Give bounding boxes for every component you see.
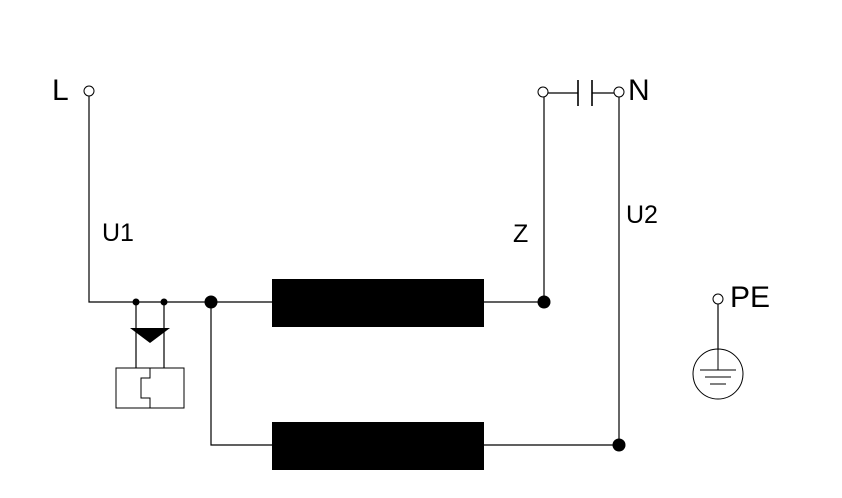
junction-protector-left <box>132 298 140 306</box>
label-u1: U1 <box>102 219 134 247</box>
winding-main <box>272 279 484 327</box>
winding-auxiliary <box>272 422 484 470</box>
terminal-capacitor <box>537 86 549 98</box>
label-pe: PE <box>730 281 770 314</box>
capacitor-icon <box>548 80 614 106</box>
label-u2: U2 <box>626 201 658 229</box>
terminal-n <box>613 86 625 98</box>
junction-z <box>537 295 551 309</box>
junction-branch <box>204 295 218 309</box>
wire-l-to-u1 <box>88 95 272 303</box>
terminal-pe <box>712 293 724 305</box>
wire-branch-lower <box>210 302 272 446</box>
junction-u2 <box>612 438 626 452</box>
terminal-l <box>83 85 95 97</box>
label-l: L <box>52 74 69 107</box>
label-z: Z <box>513 220 528 248</box>
junction-protector-right <box>160 298 168 306</box>
ground-symbol-icon <box>692 348 744 400</box>
wires <box>88 95 719 446</box>
label-n: N <box>628 74 650 107</box>
thermal-protector-icon <box>115 328 185 409</box>
